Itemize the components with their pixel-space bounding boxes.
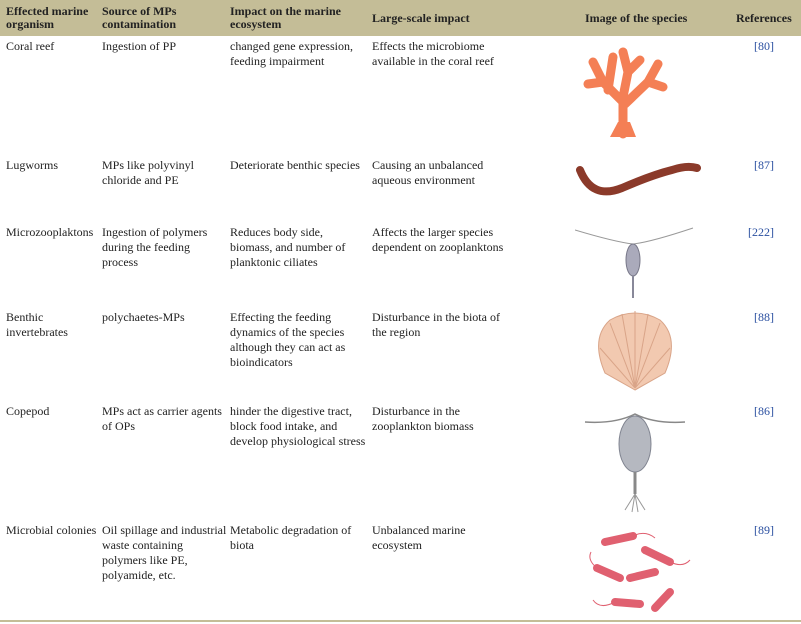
reference-link[interactable]: [222]	[748, 225, 774, 239]
table-header: Effected marine organism Source of MPs c…	[0, 0, 801, 36]
header-references: References	[736, 11, 792, 25]
cell-large-scale: Disturbance in the biota of the region	[372, 310, 500, 339]
cell-large-scale: Causing an unbalanced aqueous environmen…	[372, 158, 484, 187]
cell-impact: Effecting the feeding dynamics of the sp…	[230, 310, 346, 369]
header-image: Image of the species	[585, 11, 688, 25]
cell-source: Ingestion of polymers during the feeding…	[102, 225, 208, 269]
reference-link[interactable]: [87]	[754, 158, 774, 172]
header-source: Source of MPs contamination	[102, 4, 177, 31]
cell-source: Ingestion of PP	[102, 39, 177, 53]
cell-source: MPs act as carrier agents of OPs	[102, 404, 222, 433]
cell-organism: Microbial colonies	[6, 523, 97, 537]
cell-large-scale: Effects the microbiome available in the …	[372, 39, 494, 68]
reference-link[interactable]: [86]	[754, 404, 774, 418]
cell-organism: Lugworms	[6, 158, 58, 172]
cell-impact: Metabolic degradation of biota	[230, 523, 352, 552]
cell-impact: hinder the digestive tract, block food i…	[230, 404, 366, 448]
copepod-image	[584, 413, 686, 513]
reference-link[interactable]: [89]	[754, 523, 774, 537]
shell-image	[598, 311, 672, 391]
cell-organism: Coral reef	[6, 39, 55, 53]
cell-impact: changed gene expression, feeding impairm…	[230, 39, 353, 68]
cell-impact: Deteriorate benthic species	[230, 158, 360, 172]
cell-large-scale: Affects the larger species dependent on …	[372, 225, 504, 254]
zooplankton-image	[575, 227, 694, 298]
table-bottom-rule	[0, 620, 801, 622]
header-large-scale: Large-scale impact	[372, 11, 470, 25]
reference-link[interactable]: [80]	[754, 39, 774, 53]
header-organism: Effected marine organism	[6, 4, 89, 31]
coral-image	[583, 47, 668, 139]
cell-organism: Copepod	[6, 404, 50, 418]
cell-source: Oil spillage and industrial waste contai…	[102, 523, 227, 582]
reference-link[interactable]: [88]	[754, 310, 774, 324]
cell-organism: Benthic invertebrates	[6, 310, 68, 339]
bacteria-image	[589, 532, 691, 612]
lugworm-image	[576, 162, 701, 196]
cell-organism: Microzooplaktons	[6, 225, 94, 239]
cell-large-scale: Disturbance in the zooplankton biomass	[372, 404, 474, 433]
cell-large-scale: Unbalanced marine ecosystem	[372, 523, 466, 552]
cell-impact: Reduces body side, biomass, and number o…	[230, 225, 346, 269]
cell-source: MPs like polyvinyl chloride and PE	[102, 158, 195, 187]
cell-source: polychaetes-MPs	[102, 310, 185, 324]
header-impact: Impact on the marine ecosystem	[230, 4, 341, 31]
